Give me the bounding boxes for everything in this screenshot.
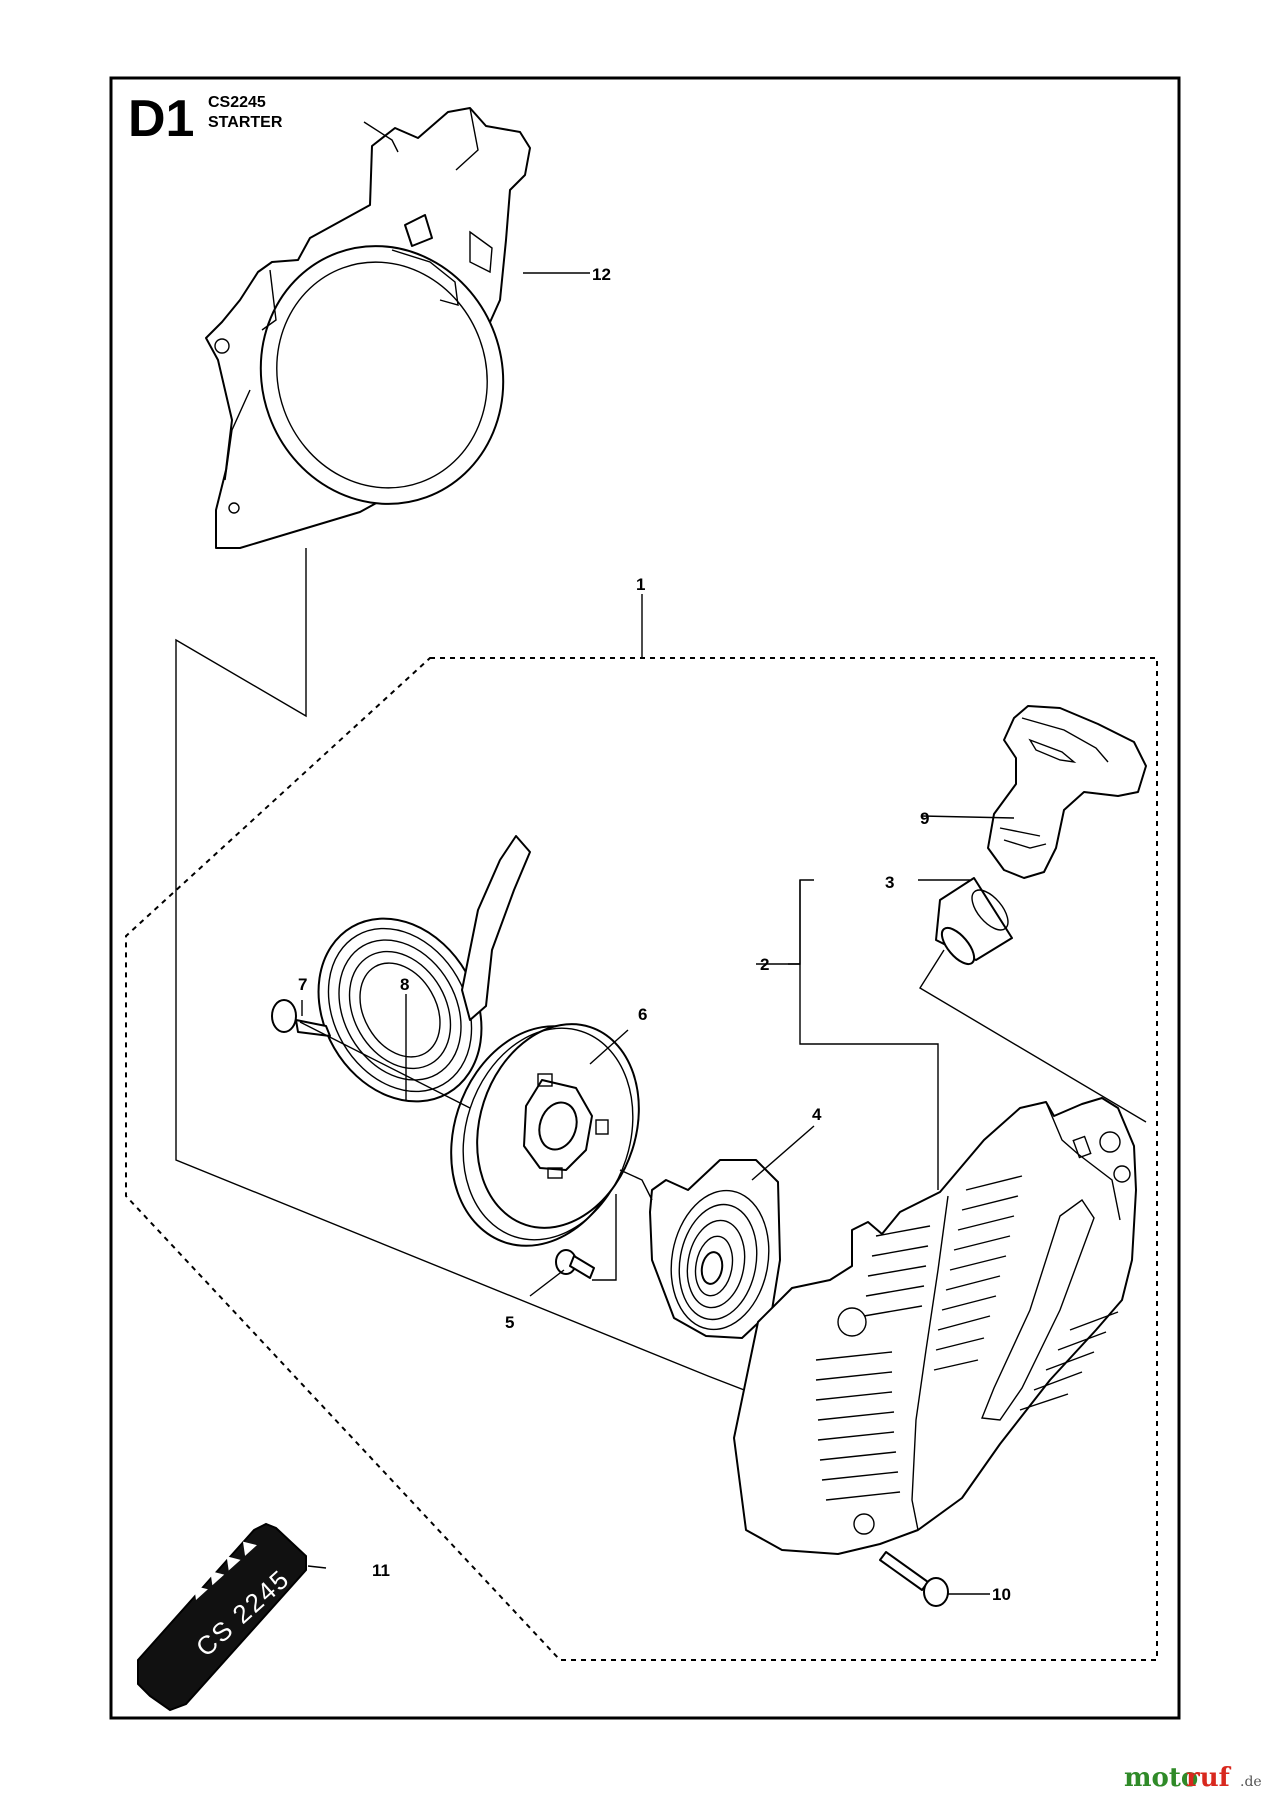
section-title: STARTER: [208, 114, 283, 131]
watermark-part1: moto: [1124, 1763, 1198, 1793]
callout-1: 1: [636, 575, 645, 594]
part-5-screw: [555, 1249, 595, 1279]
callout-9: 9: [920, 809, 929, 828]
section-code: D1: [128, 90, 194, 148]
callout-12: 12: [592, 265, 611, 284]
part-10-screw: [879, 1551, 949, 1607]
callout-10: 10: [992, 1585, 1011, 1604]
pulley-to-screw-line: [592, 1194, 617, 1281]
assembly-1-boundary: [125, 657, 1158, 1661]
watermark-part2: ruf: [1186, 1763, 1232, 1793]
watermark: moto ruf .de: [1124, 1763, 1262, 1793]
diagram-frame: [109, 76, 1181, 1720]
rope-path-line: [919, 949, 1147, 1123]
callout-7: 7: [298, 975, 307, 994]
shaft-centerline: [299, 1021, 471, 1109]
housing-vents-right: [933, 1175, 1119, 1411]
callout-2: 2: [760, 955, 769, 974]
callout-4: 4: [812, 1105, 822, 1124]
part-6-rope-pulley: [450, 1023, 640, 1247]
part-4-spring-cassette: [649, 1159, 781, 1339]
decal-warning-icons: [193, 1541, 257, 1600]
part-9-starter-handle: [987, 705, 1147, 879]
part-2-starter-housing: [733, 1097, 1137, 1555]
part-12-fan-housing: [205, 107, 531, 549]
explode-line-12: [175, 548, 766, 1399]
callout-5: 5: [505, 1313, 514, 1332]
callout-3: 3: [885, 873, 894, 892]
callout-6: 6: [638, 1005, 647, 1024]
shaft-centerline-2: [619, 1169, 653, 1201]
watermark-tld: .de: [1240, 1774, 1262, 1790]
leader-lines: [301, 272, 1015, 1595]
callout-11: 11: [372, 1561, 390, 1580]
housing-vents-left: [815, 1225, 931, 1501]
part-3-rope-guide: [935, 877, 1013, 966]
part-11-decal: CS 2245: [137, 1522, 307, 1712]
callout-8: 8: [400, 975, 409, 994]
model-number: CS2245: [208, 94, 266, 111]
